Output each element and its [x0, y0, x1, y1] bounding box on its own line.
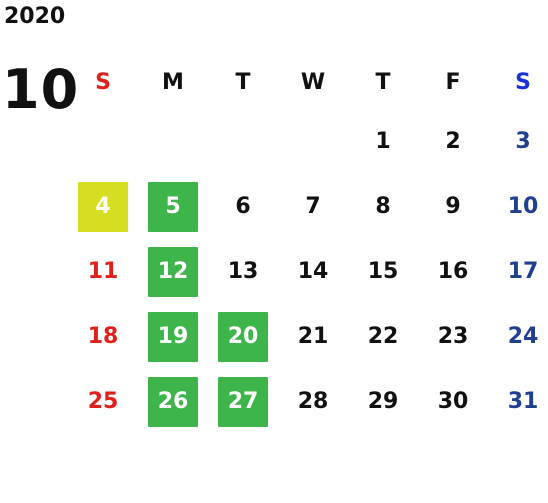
weekday-header-tue: T [235, 69, 251, 95]
day-number: 27 [218, 376, 268, 427]
day-cell-4[interactable]: 4 [68, 174, 138, 239]
day-number: 15 [367, 259, 399, 284]
day-number: 31 [507, 389, 539, 414]
day-number: 30 [437, 389, 469, 414]
day-number: 13 [227, 259, 259, 284]
weekday-header-sat: S [515, 69, 531, 95]
day-number: 12 [148, 246, 198, 297]
day-number: 7 [305, 194, 321, 219]
day-number: 4 [78, 181, 128, 232]
day-number: 5 [148, 181, 198, 232]
weekday-header-thu: T [375, 69, 391, 95]
day-cell-12[interactable]: 12 [138, 239, 208, 304]
day-cell-20[interactable]: 20 [208, 304, 278, 369]
day-number: 23 [437, 324, 469, 349]
day-cell-13[interactable]: 13 [208, 239, 278, 304]
day-number: 29 [367, 389, 399, 414]
day-cell-8[interactable]: 8 [348, 174, 418, 239]
day-cell-1[interactable]: 1 [348, 109, 418, 174]
day-number: 8 [375, 194, 391, 219]
day-cell-2[interactable]: 2 [418, 109, 488, 174]
day-cell-24[interactable]: 24 [488, 304, 548, 369]
day-number: 10 [507, 194, 539, 219]
weekday-header-mon: M [162, 69, 184, 95]
day-number: 1 [375, 129, 391, 154]
day-number: 9 [445, 194, 461, 219]
day-number: 28 [297, 389, 329, 414]
day-number: 3 [515, 129, 531, 154]
day-cell-3[interactable]: 3 [488, 109, 548, 174]
day-cell-16[interactable]: 16 [418, 239, 488, 304]
day-cell-14[interactable]: 14 [278, 239, 348, 304]
day-number: 17 [507, 259, 539, 284]
day-cell-5[interactable]: 5 [138, 174, 208, 239]
empty-cell [68, 109, 138, 174]
day-number: 6 [235, 194, 251, 219]
day-number: 20 [218, 311, 268, 362]
day-cell-22[interactable]: 22 [348, 304, 418, 369]
day-cell-21[interactable]: 21 [278, 304, 348, 369]
day-number: 18 [87, 324, 119, 349]
day-cell-18[interactable]: 18 [68, 304, 138, 369]
day-number: 22 [367, 324, 399, 349]
day-number: 16 [437, 259, 469, 284]
day-number: 11 [87, 259, 119, 284]
day-cell-10[interactable]: 10 [488, 174, 548, 239]
year-label: 2020 [4, 4, 66, 29]
day-number: 2 [445, 129, 461, 154]
day-cell-15[interactable]: 15 [348, 239, 418, 304]
day-cell-9[interactable]: 9 [418, 174, 488, 239]
day-cell-11[interactable]: 11 [68, 239, 138, 304]
weekday-header-wed: W [300, 69, 326, 95]
day-cell-23[interactable]: 23 [418, 304, 488, 369]
day-cell-26[interactable]: 26 [138, 369, 208, 434]
day-number: 14 [297, 259, 329, 284]
day-cell-7[interactable]: 7 [278, 174, 348, 239]
empty-cell [208, 109, 278, 174]
empty-cell [278, 109, 348, 174]
day-number: 21 [297, 324, 329, 349]
day-cell-19[interactable]: 19 [138, 304, 208, 369]
day-cell-29[interactable]: 29 [348, 369, 418, 434]
day-number: 26 [148, 376, 198, 427]
day-cell-25[interactable]: 25 [68, 369, 138, 434]
day-cell-6[interactable]: 6 [208, 174, 278, 239]
day-cell-28[interactable]: 28 [278, 369, 348, 434]
weekday-header-fri: F [445, 69, 461, 95]
empty-cell [138, 109, 208, 174]
day-number: 25 [87, 389, 119, 414]
day-number: 19 [148, 311, 198, 362]
day-cell-27[interactable]: 27 [208, 369, 278, 434]
day-cell-30[interactable]: 30 [418, 369, 488, 434]
day-number: 24 [507, 324, 539, 349]
day-cell-31[interactable]: 31 [488, 369, 548, 434]
month-number: 10 [2, 58, 80, 121]
day-cell-17[interactable]: 17 [488, 239, 548, 304]
weekday-header-sun: S [95, 69, 111, 95]
